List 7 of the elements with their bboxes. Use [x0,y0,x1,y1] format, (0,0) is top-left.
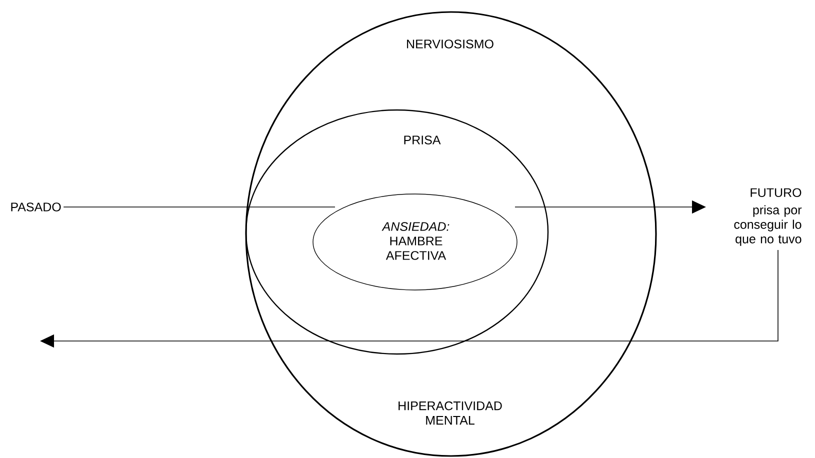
text-label: PASADO [11,202,61,212]
ring-label: NERVIOSISMO [407,40,494,48]
ring-label: ANSIEDAD: HAMBRE AFECTIVA [382,222,450,260]
text-label: prisa por conseguir lo que no tuvo [734,205,802,246]
ring-label: HIPERACTIVIDAD MENTAL [398,401,502,425]
text-label: FUTURO [750,188,802,198]
ring-label: PRISA [404,136,441,144]
